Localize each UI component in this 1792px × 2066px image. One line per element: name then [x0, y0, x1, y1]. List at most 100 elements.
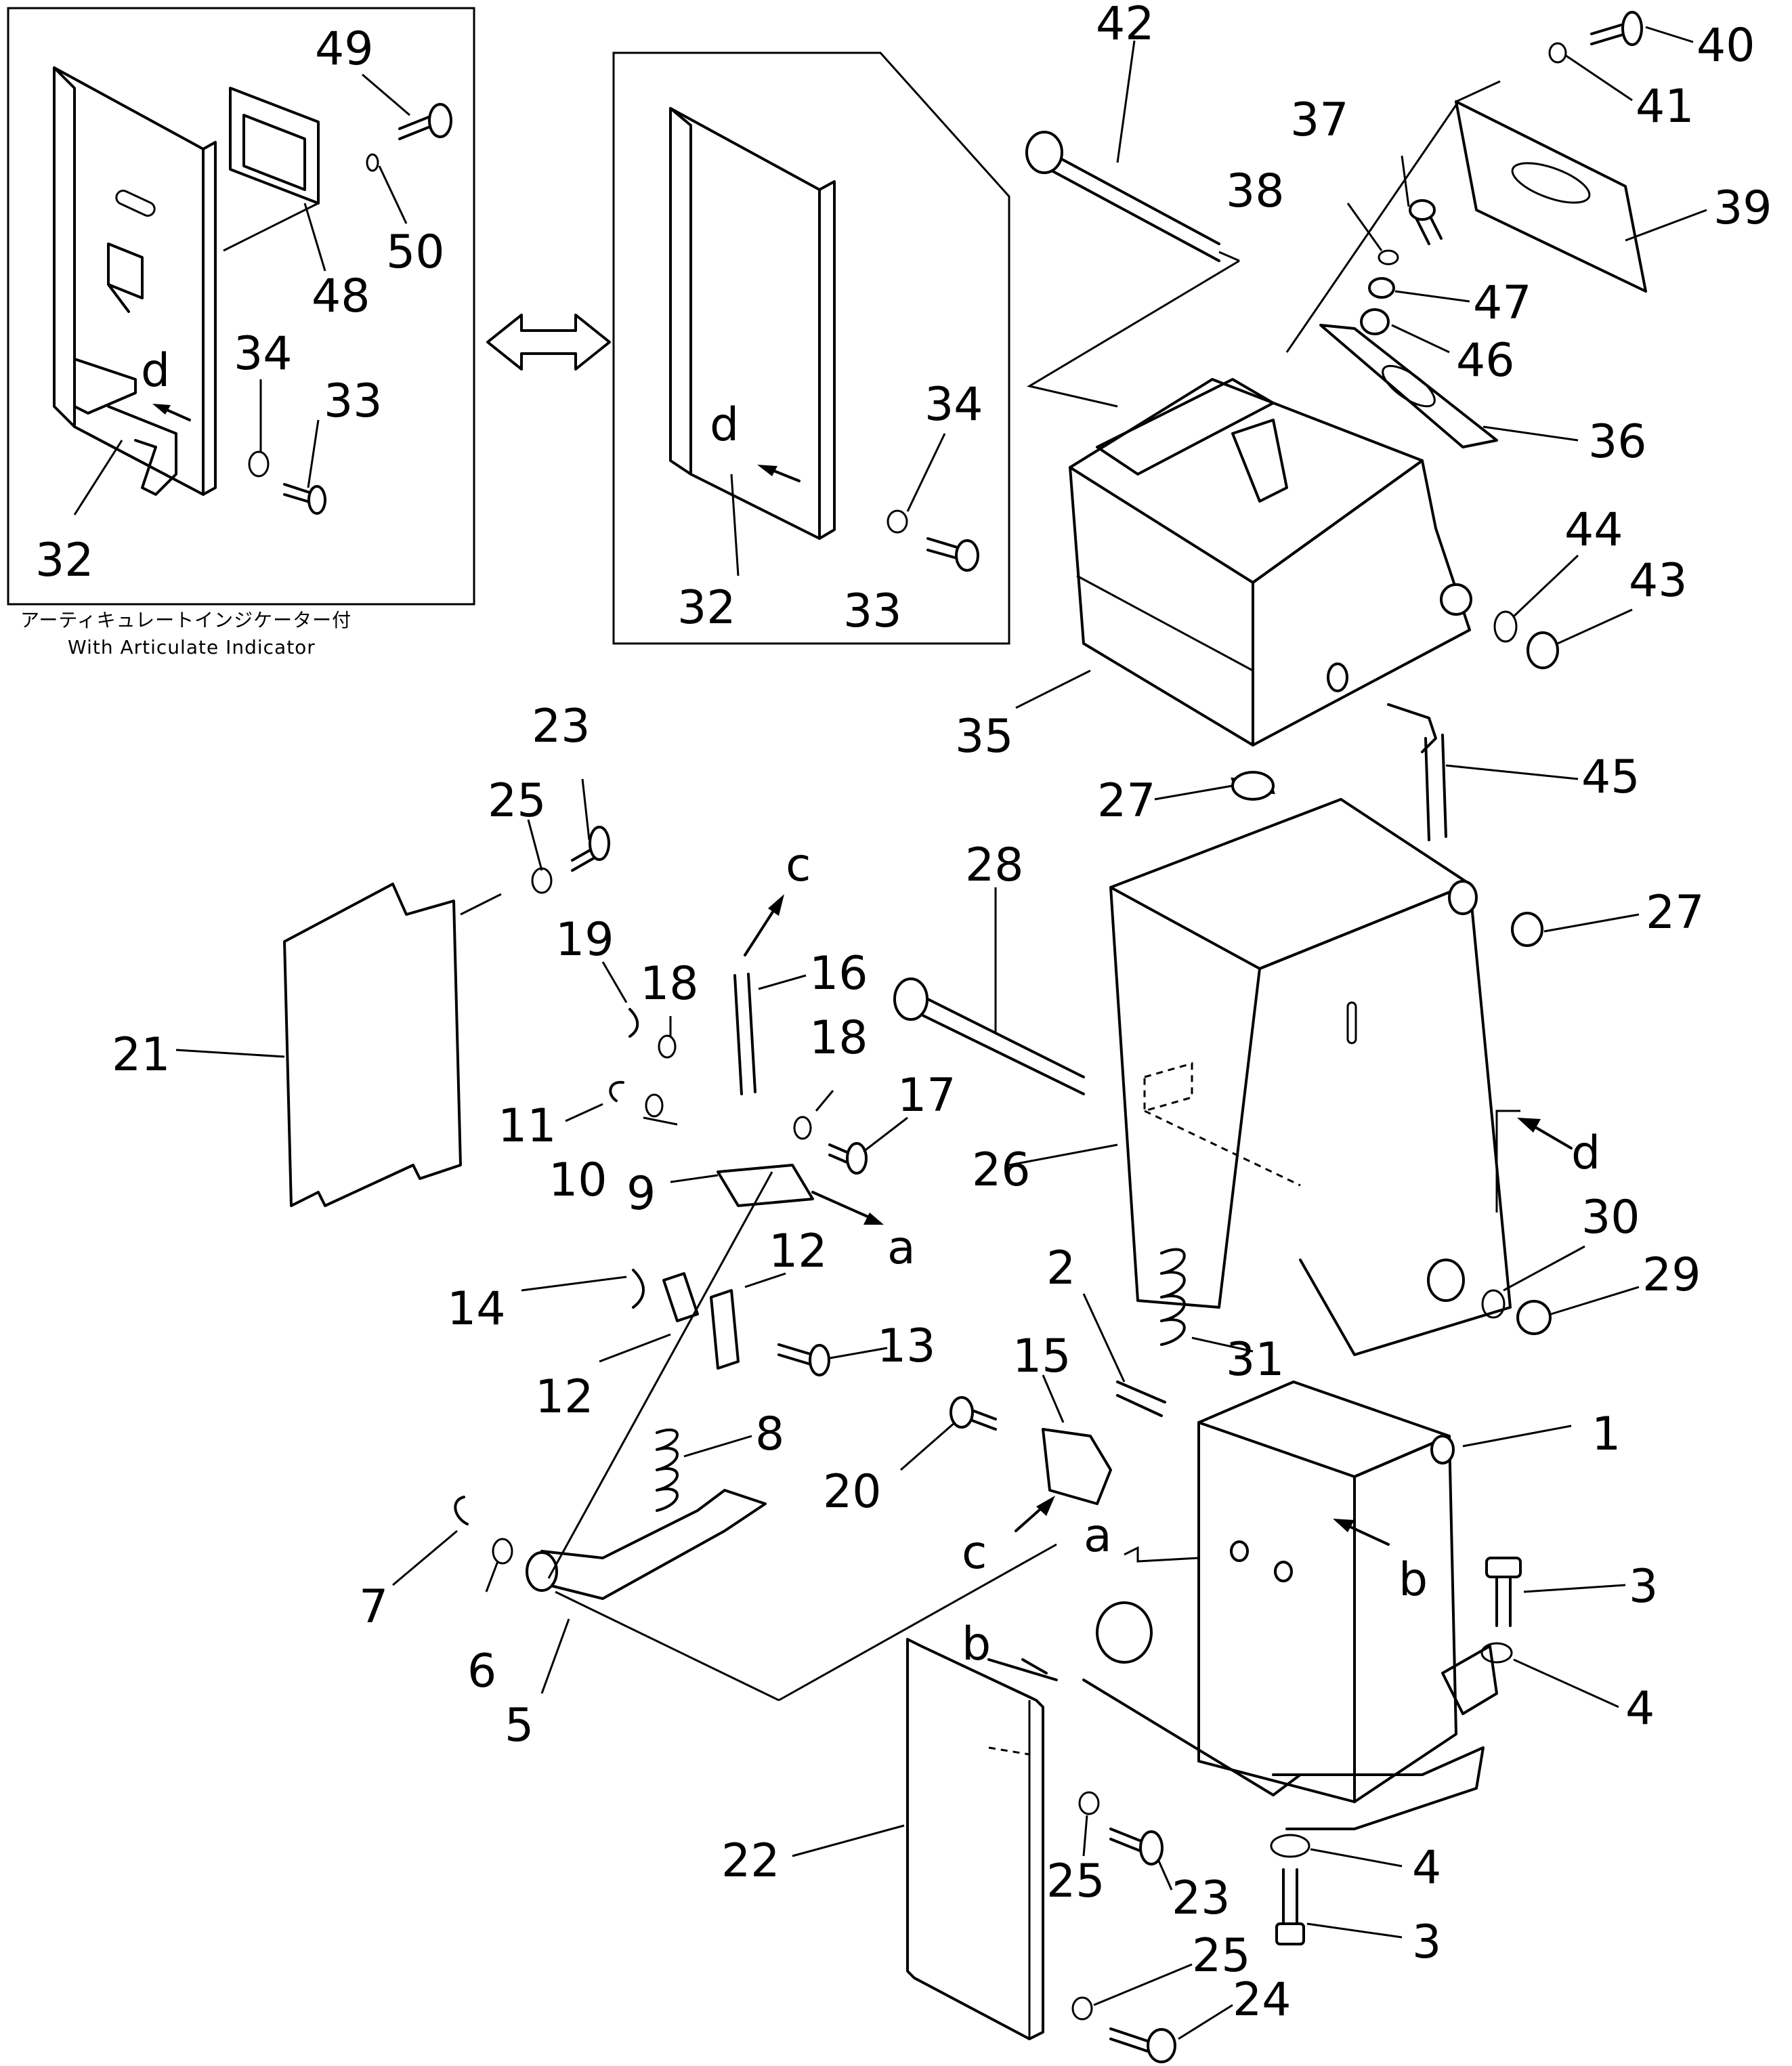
washer-38	[1378, 249, 1399, 266]
tank-seam	[1076, 574, 1254, 672]
washer-44	[1493, 610, 1518, 643]
inset-cover-side	[53, 66, 76, 428]
washer-18b	[793, 1116, 812, 1140]
inset-cover-edge	[202, 141, 217, 496]
bolt-3a-head	[1485, 1557, 1522, 1578]
nut-46	[1360, 308, 1390, 335]
inset-caption-jp: アーティキュレートインジケーター付	[20, 609, 351, 631]
washer-4a	[1480, 1642, 1513, 1664]
label-14: 14	[447, 1282, 506, 1336]
leader-15	[1042, 1374, 1065, 1423]
leader-46	[1391, 324, 1450, 354]
label-13: 13	[877, 1320, 936, 1373]
leader-25b	[1082, 1815, 1088, 1857]
label-b-cover: b	[962, 1618, 991, 1671]
plate-39	[1455, 100, 1647, 293]
label-b-base: b	[1399, 1553, 1428, 1607]
leader-42	[1116, 40, 1136, 163]
washer-18a	[658, 1034, 677, 1059]
label-41: 41	[1636, 80, 1694, 133]
leader-44	[1512, 554, 1579, 618]
label-28: 28	[965, 839, 1024, 892]
leader-38	[1346, 203, 1383, 251]
spring-31	[1160, 1248, 1186, 1346]
label-31: 31	[1226, 1333, 1285, 1387]
leader-32a	[73, 440, 123, 515]
label-36: 36	[1588, 415, 1647, 469]
rod-16	[733, 973, 756, 1095]
plate-39-hole	[1511, 162, 1591, 204]
label-25a: 25	[488, 774, 547, 828]
label-18a: 18	[640, 957, 699, 1011]
bolt-40-shank	[1590, 22, 1627, 45]
bolt-42-path	[1027, 259, 1240, 408]
leader-43	[1557, 608, 1633, 645]
leader-16	[758, 974, 807, 990]
bracket-15	[1042, 1428, 1112, 1505]
bolt-33-head	[955, 539, 979, 572]
bolt-24-head	[1147, 2028, 1176, 2063]
plate-36-hole	[1382, 364, 1436, 408]
housing-hidden-bracket	[1143, 1062, 1301, 1187]
leader-20	[900, 1421, 956, 1471]
label-3a: 3	[1629, 1560, 1658, 1614]
nut-29	[1516, 1300, 1552, 1335]
washer-25b	[1078, 1791, 1100, 1815]
leader-27b	[1543, 913, 1640, 933]
washer-25a	[531, 867, 553, 894]
leader-37	[1401, 155, 1410, 207]
housing-d-line	[1529, 1123, 1573, 1150]
cover-32-edge	[818, 180, 836, 540]
housing-boss-top	[1448, 880, 1478, 915]
inset-frame-right	[612, 51, 1010, 645]
leader-3b	[1306, 1922, 1403, 1939]
washer-47	[1368, 277, 1395, 299]
housing-side	[1258, 883, 1512, 1356]
housing-front	[1109, 886, 1261, 1309]
housing-d-bracket	[1495, 1110, 1520, 1213]
label-21: 21	[112, 1028, 171, 1082]
label-27b: 27	[1646, 886, 1705, 940]
base-assembly	[900, 1293, 1626, 1945]
leader-1	[1462, 1425, 1572, 1448]
leader-29	[1550, 1286, 1640, 1315]
bolt-28-head	[893, 977, 929, 1021]
clip-19	[628, 1008, 639, 1038]
label-25b: 25	[1046, 1855, 1105, 1908]
linkage-assembly	[175, 778, 1057, 1702]
leader-30	[1503, 1245, 1585, 1292]
label-5: 5	[505, 1699, 534, 1752]
clip-14	[632, 1269, 645, 1309]
plate-39-guide2	[1285, 104, 1457, 353]
leader-7	[392, 1530, 458, 1586]
leader-48	[303, 203, 326, 272]
leader-17	[863, 1116, 908, 1153]
label-43: 43	[1629, 554, 1688, 608]
inset-bolt-33-shank	[283, 483, 313, 504]
label-23b: 23	[1172, 1872, 1231, 1925]
arrow-c-line	[744, 906, 777, 956]
label-50: 50	[386, 226, 445, 279]
valve-45-body	[1387, 703, 1437, 753]
pedal-guide-right	[778, 1543, 1057, 1702]
leader-45	[1445, 764, 1579, 780]
label-17: 17	[897, 1069, 956, 1122]
leader-3a	[1523, 1584, 1626, 1593]
bolt-3b-head	[1275, 1922, 1305, 1945]
base-top	[1197, 1380, 1451, 1478]
label-1: 1	[1592, 1408, 1621, 1461]
inset-bolt-49-head	[428, 103, 452, 138]
leader-12b	[599, 1333, 671, 1363]
bolt-40-head	[1621, 11, 1643, 46]
cover-22-hidden	[988, 1746, 1030, 1756]
leader-4b	[1310, 1848, 1403, 1868]
inset-arrow-d-head	[152, 404, 171, 415]
bolt-20-head	[950, 1396, 974, 1429]
leader-48b	[223, 202, 319, 252]
label-23a: 23	[532, 700, 591, 753]
leader-49	[362, 73, 410, 117]
base-bearing	[1096, 1601, 1153, 1664]
label-15: 15	[1012, 1330, 1071, 1383]
label-34b: 34	[924, 378, 983, 431]
label-7: 7	[359, 1580, 388, 1634]
